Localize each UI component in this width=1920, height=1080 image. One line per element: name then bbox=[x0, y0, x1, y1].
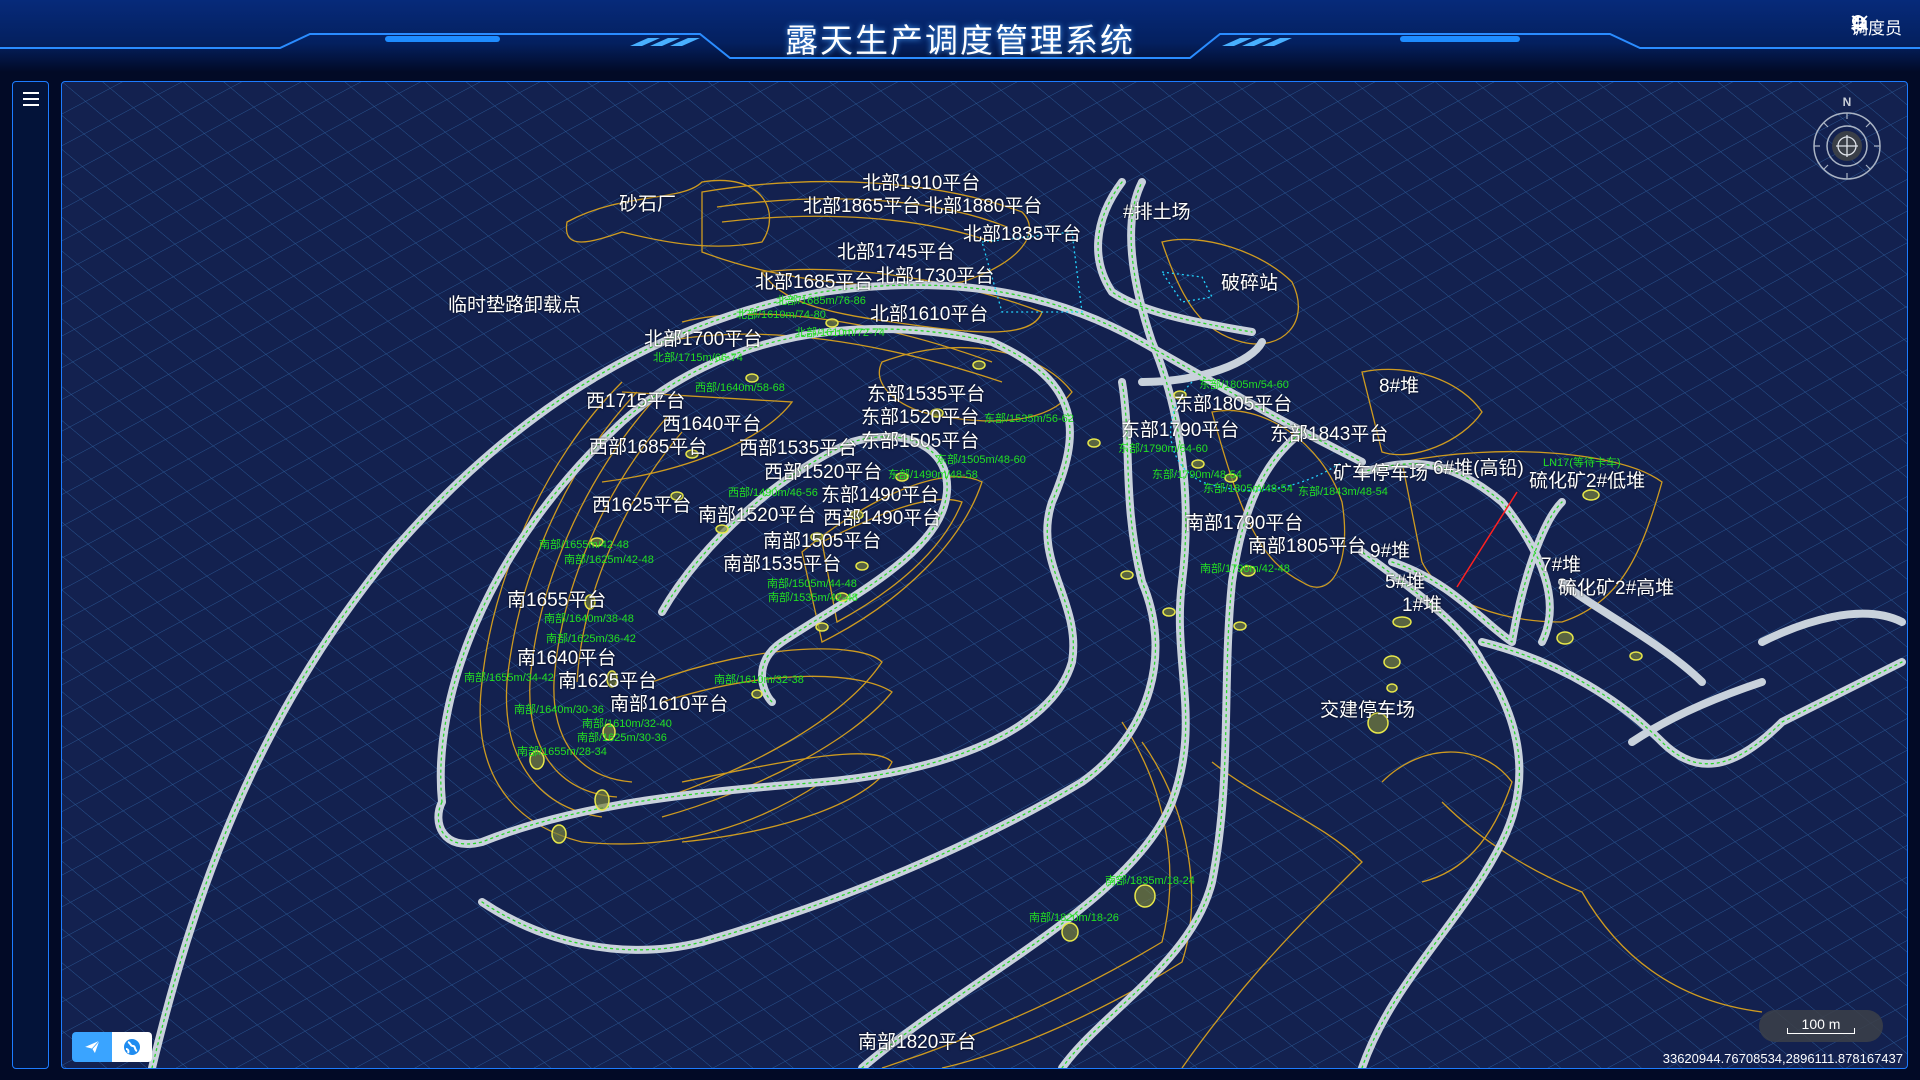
header-frame bbox=[0, 33, 1920, 59]
user-name[interactable]: 调度员 bbox=[1851, 19, 1902, 38]
contour-lines bbox=[479, 179, 1763, 1068]
bell-icon[interactable] bbox=[1851, 14, 1869, 32]
compass-north: N bbox=[1843, 95, 1852, 109]
scale-bar: 100 m bbox=[1759, 1010, 1883, 1042]
header: 露天生产调度管理系统 调度员 bbox=[0, 0, 1920, 72]
route-line bbox=[1456, 491, 1518, 588]
stockpile-markers bbox=[529, 318, 1643, 942]
dotted-boundaries bbox=[981, 231, 1343, 491]
sidebar bbox=[12, 81, 49, 1069]
cursor-coordinates: 33620944.76708534,2896111.878167437 bbox=[1662, 1051, 1903, 1066]
map-toolbar bbox=[72, 1032, 152, 1062]
menu-icon[interactable] bbox=[23, 92, 39, 106]
globe-button[interactable] bbox=[112, 1032, 152, 1062]
mine-map[interactable]: N 100 m 33620944.76708534,2896111.878167… bbox=[61, 81, 1908, 1069]
locate-button[interactable] bbox=[72, 1032, 112, 1062]
roads bbox=[148, 178, 1906, 1068]
scale-label: 100 m bbox=[1801, 1016, 1841, 1032]
map-features bbox=[62, 82, 1907, 1068]
map-grid bbox=[62, 82, 1907, 1068]
compass-icon: N bbox=[1813, 95, 1881, 180]
paper-plane-icon bbox=[83, 1039, 101, 1055]
chevron-down-icon[interactable] bbox=[1851, 14, 1861, 22]
compass[interactable]: N bbox=[1807, 92, 1887, 182]
globe-icon bbox=[124, 1039, 140, 1055]
page-title: 露天生产调度管理系统 bbox=[785, 22, 1135, 59]
